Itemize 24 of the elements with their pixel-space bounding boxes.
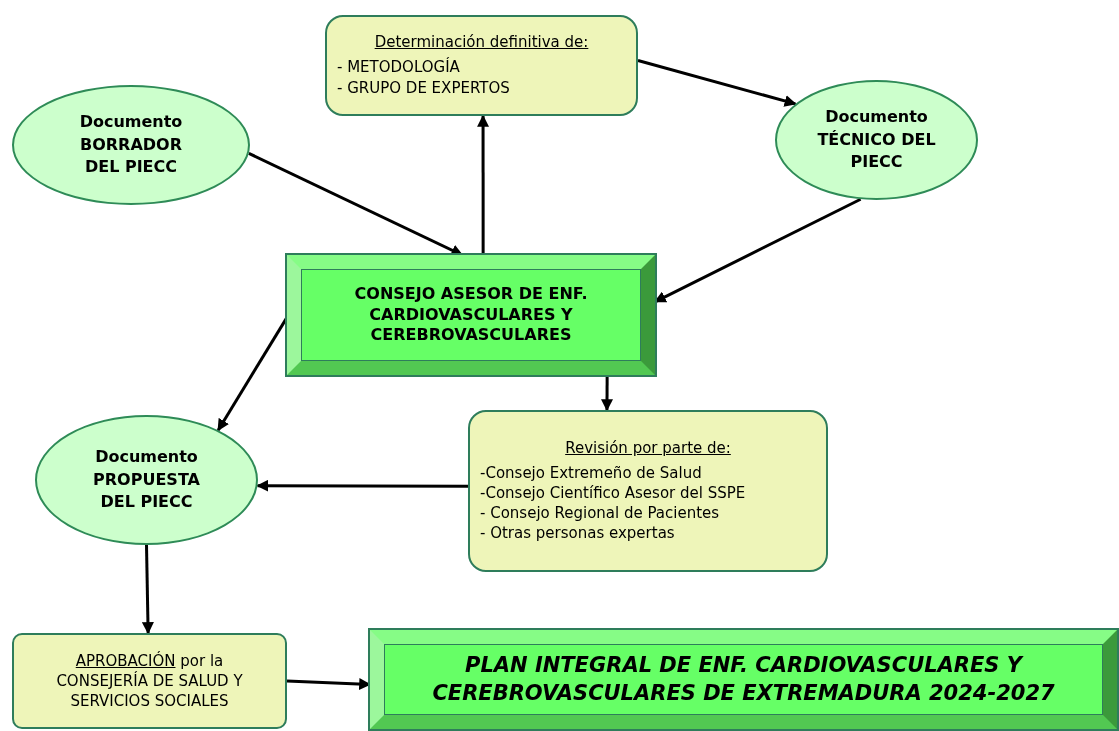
beveled-box	[287, 255, 655, 375]
approval-box	[12, 633, 287, 729]
list-item: - Consejo Regional de Pacientes	[480, 503, 721, 524]
list-box	[468, 410, 828, 572]
node-text: CONSEJO ASESOR DE ENF. CARDIOVASCULARES Y CEREBROVASCULARES	[353, 283, 589, 347]
arrow	[141, 544, 154, 635]
arrow	[477, 114, 490, 255]
box-heading: Determinación definitiva de:	[373, 33, 590, 52]
list-box	[325, 15, 638, 116]
box-heading: Revisión por parte de:	[564, 438, 732, 457]
list-item: - Otras personas expertas	[480, 523, 676, 544]
arrow	[637, 59, 797, 107]
node-text: APROBACIÓN por la CONSEJERÍA DE SALUD Y SERVICIOS SOCIALES	[55, 650, 244, 712]
beveled-box	[370, 630, 1117, 729]
list-item: - METODOLOGÍA	[337, 57, 461, 78]
node-text: Documento BORRADOR DEL PIECC	[78, 111, 184, 179]
node-text: PLAN INTEGRAL DE ENF. CARDIOVASCULARES Y CEREBROVASCULARES DE EXTREMADURA 2024-2027	[431, 652, 1056, 707]
list-item: -Consejo Científico Asesor del SSPE	[480, 482, 747, 503]
arrow	[601, 375, 613, 412]
node-text: Documento TÉCNICO DEL PIECC	[816, 106, 937, 174]
list-item: -Consejo Extremeño de Salud	[480, 462, 703, 483]
node-text: Documento PROPUESTA DEL PIECC	[92, 446, 201, 514]
list-item: - GRUPO DE EXPERTOS	[337, 77, 511, 98]
arrow	[256, 479, 468, 492]
